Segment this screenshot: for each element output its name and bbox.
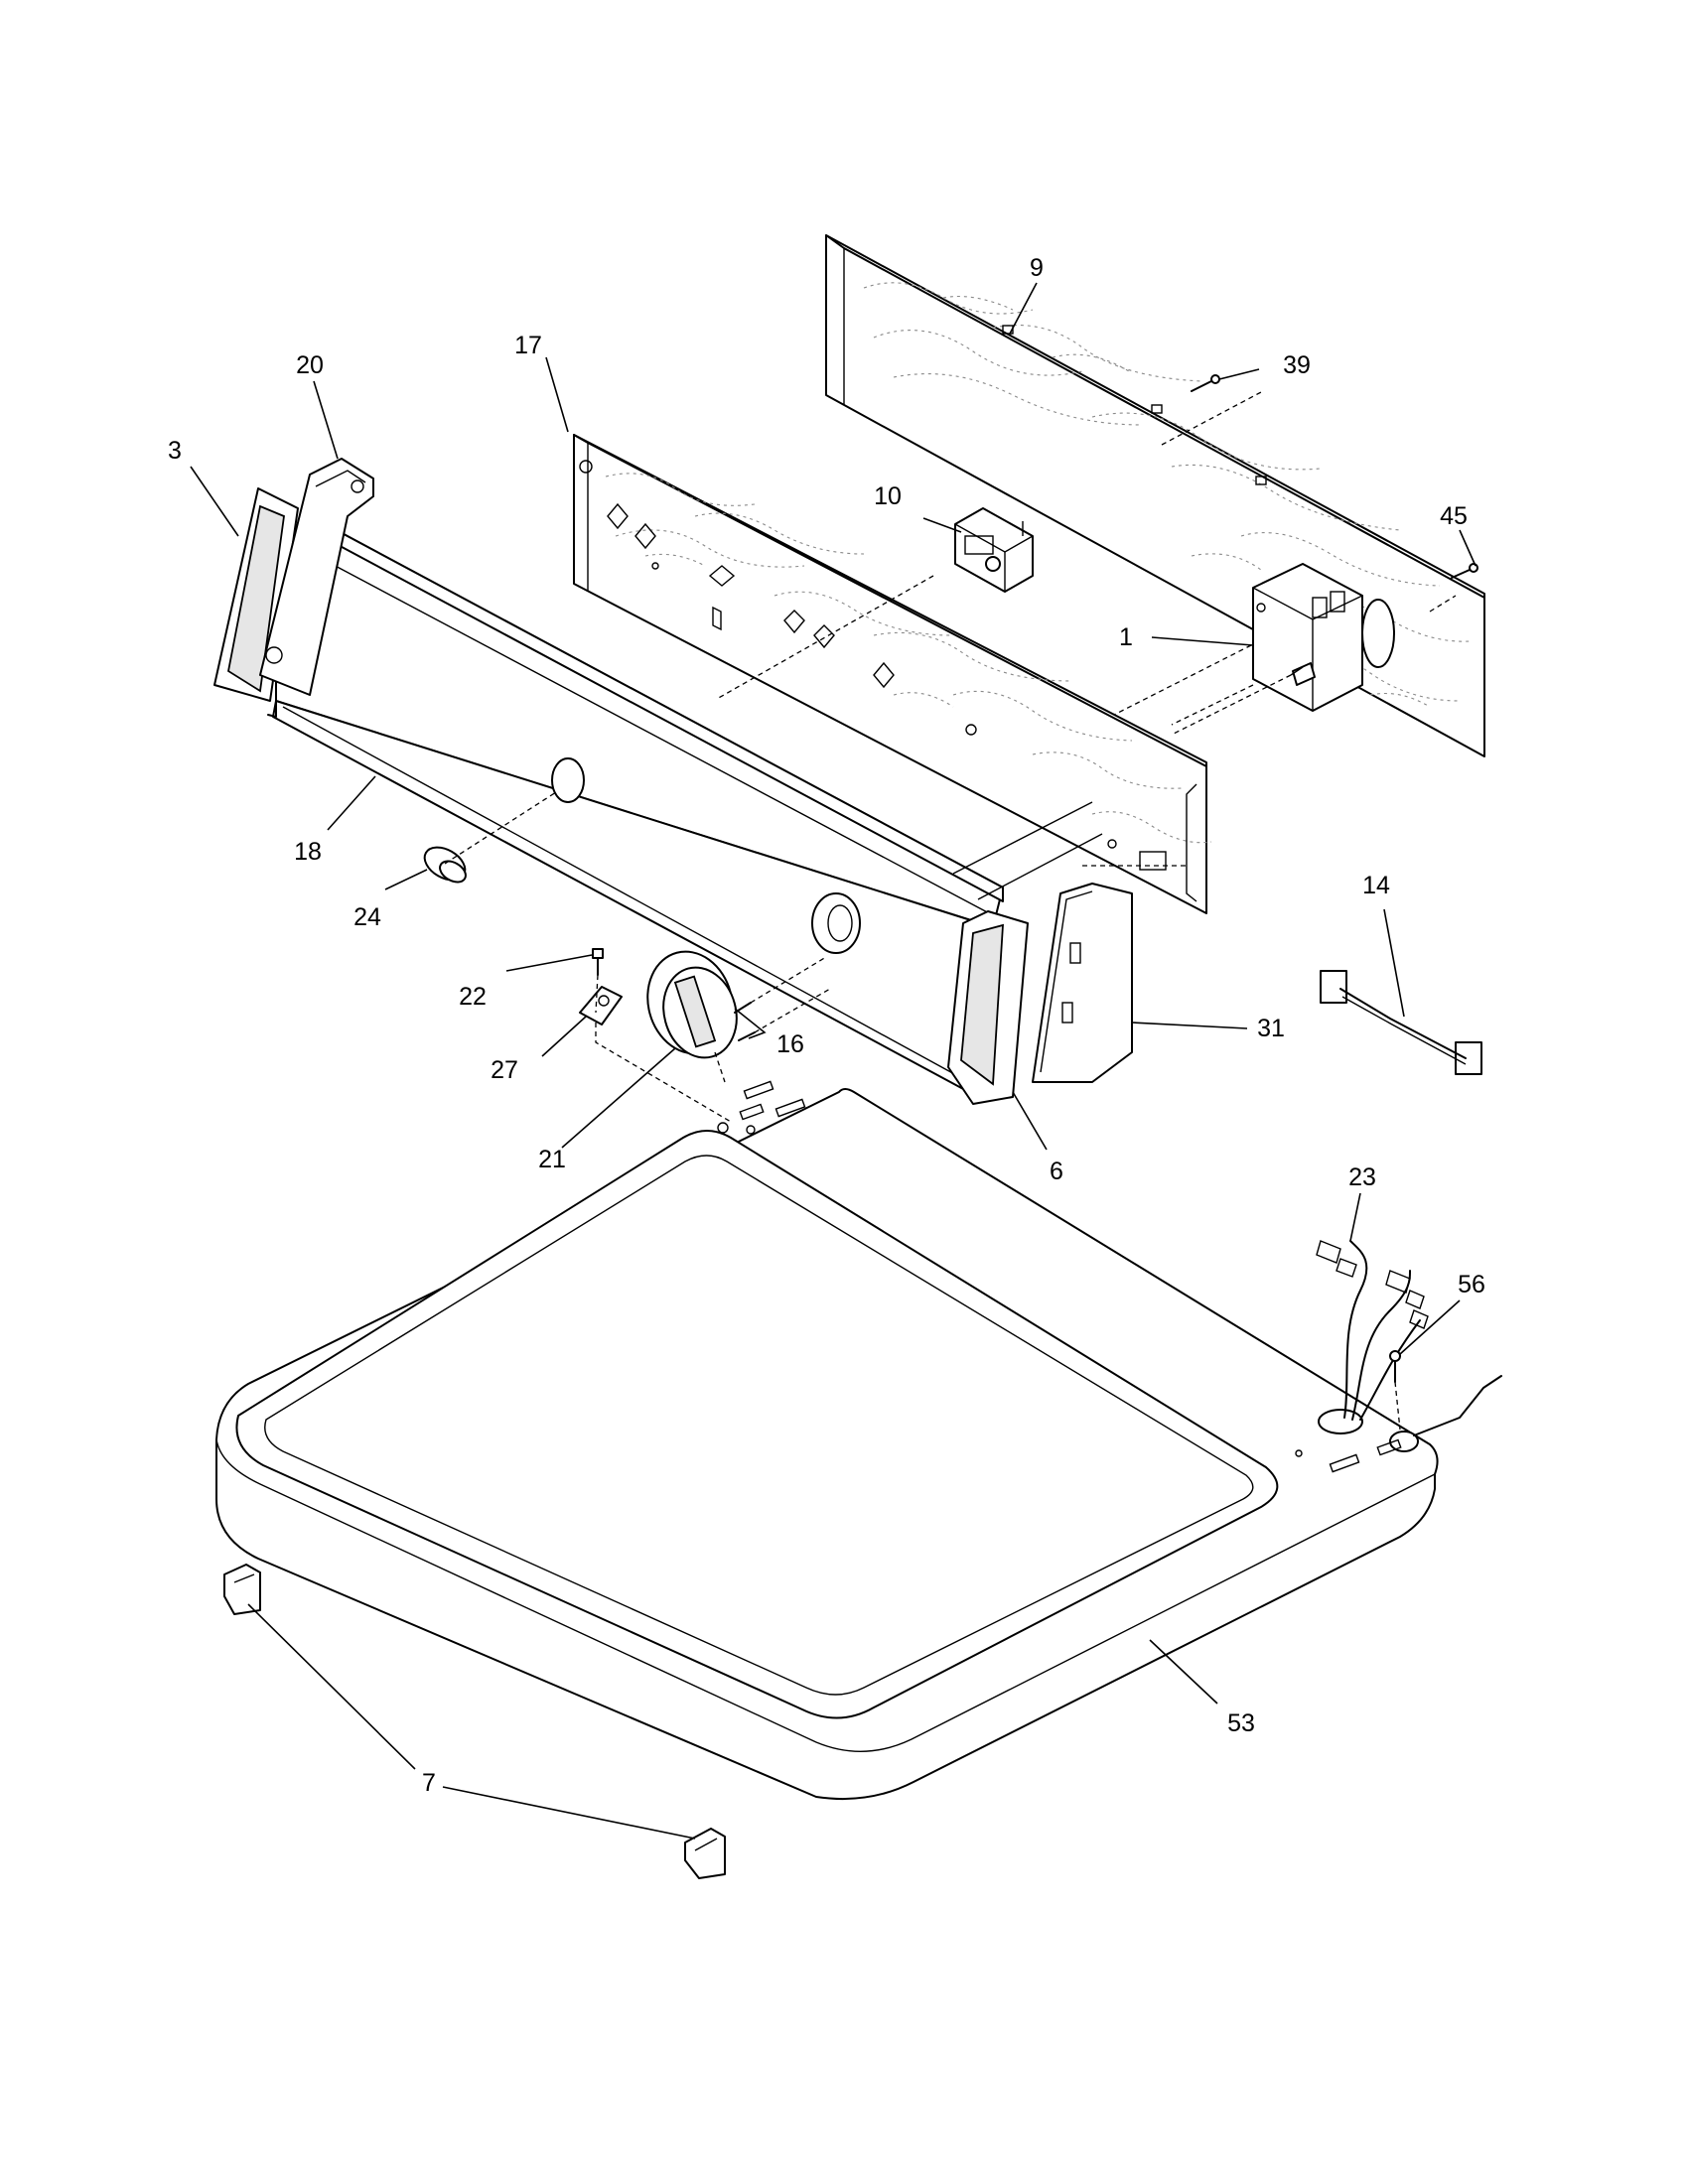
switch-part-10 (954, 507, 1034, 593)
screw-part-22 (592, 948, 604, 976)
callout-7: 7 (422, 1769, 436, 1797)
callout-39: 39 (1283, 351, 1311, 379)
callout-56: 56 (1458, 1271, 1485, 1298)
callout-14: 14 (1362, 872, 1390, 899)
callout-6: 6 (1050, 1158, 1063, 1185)
callout-10: 10 (874, 482, 902, 510)
callout-labels: 9 39 45 1 10 17 20 3 18 24 22 27 21 16 3… (168, 254, 1485, 1797)
control-backplate-part-17 (573, 434, 1212, 914)
callout-1: 1 (1119, 623, 1133, 651)
callout-20: 20 (296, 351, 324, 379)
left-bracket-part-20 (259, 458, 374, 696)
knob-part-21 (646, 950, 738, 1059)
callout-24: 24 (353, 903, 381, 931)
callout-9: 9 (1030, 254, 1044, 282)
harness-part-23 (1316, 1240, 1429, 1421)
screw-part-39 (1191, 374, 1220, 392)
callout-16: 16 (776, 1030, 804, 1058)
clip-part-27 (579, 986, 623, 1025)
top-panel-part-53 (215, 1080, 1502, 1801)
timer-part-1 (1252, 563, 1395, 712)
callout-53: 53 (1227, 1709, 1255, 1737)
callout-21: 21 (538, 1146, 566, 1173)
wire-part-14 (1320, 970, 1482, 1075)
callout-27: 27 (491, 1056, 518, 1084)
leader-lines (190, 282, 1477, 1840)
screw-part-56 (1389, 1350, 1401, 1383)
right-bracket-part-6 (947, 910, 1029, 1105)
callout-23: 23 (1348, 1163, 1376, 1191)
callout-22: 22 (459, 983, 487, 1011)
callout-3: 3 (168, 437, 182, 465)
callout-45: 45 (1440, 502, 1468, 530)
console-part-18 (267, 519, 1103, 1098)
callout-18: 18 (294, 838, 322, 866)
right-endcap-part-31 (1032, 883, 1133, 1083)
callout-31: 31 (1257, 1015, 1285, 1042)
hinges-part-7 (223, 1564, 726, 1879)
assembly-lines (444, 390, 1457, 1431)
screw-part-45 (1451, 563, 1478, 579)
callout-17: 17 (514, 332, 542, 359)
